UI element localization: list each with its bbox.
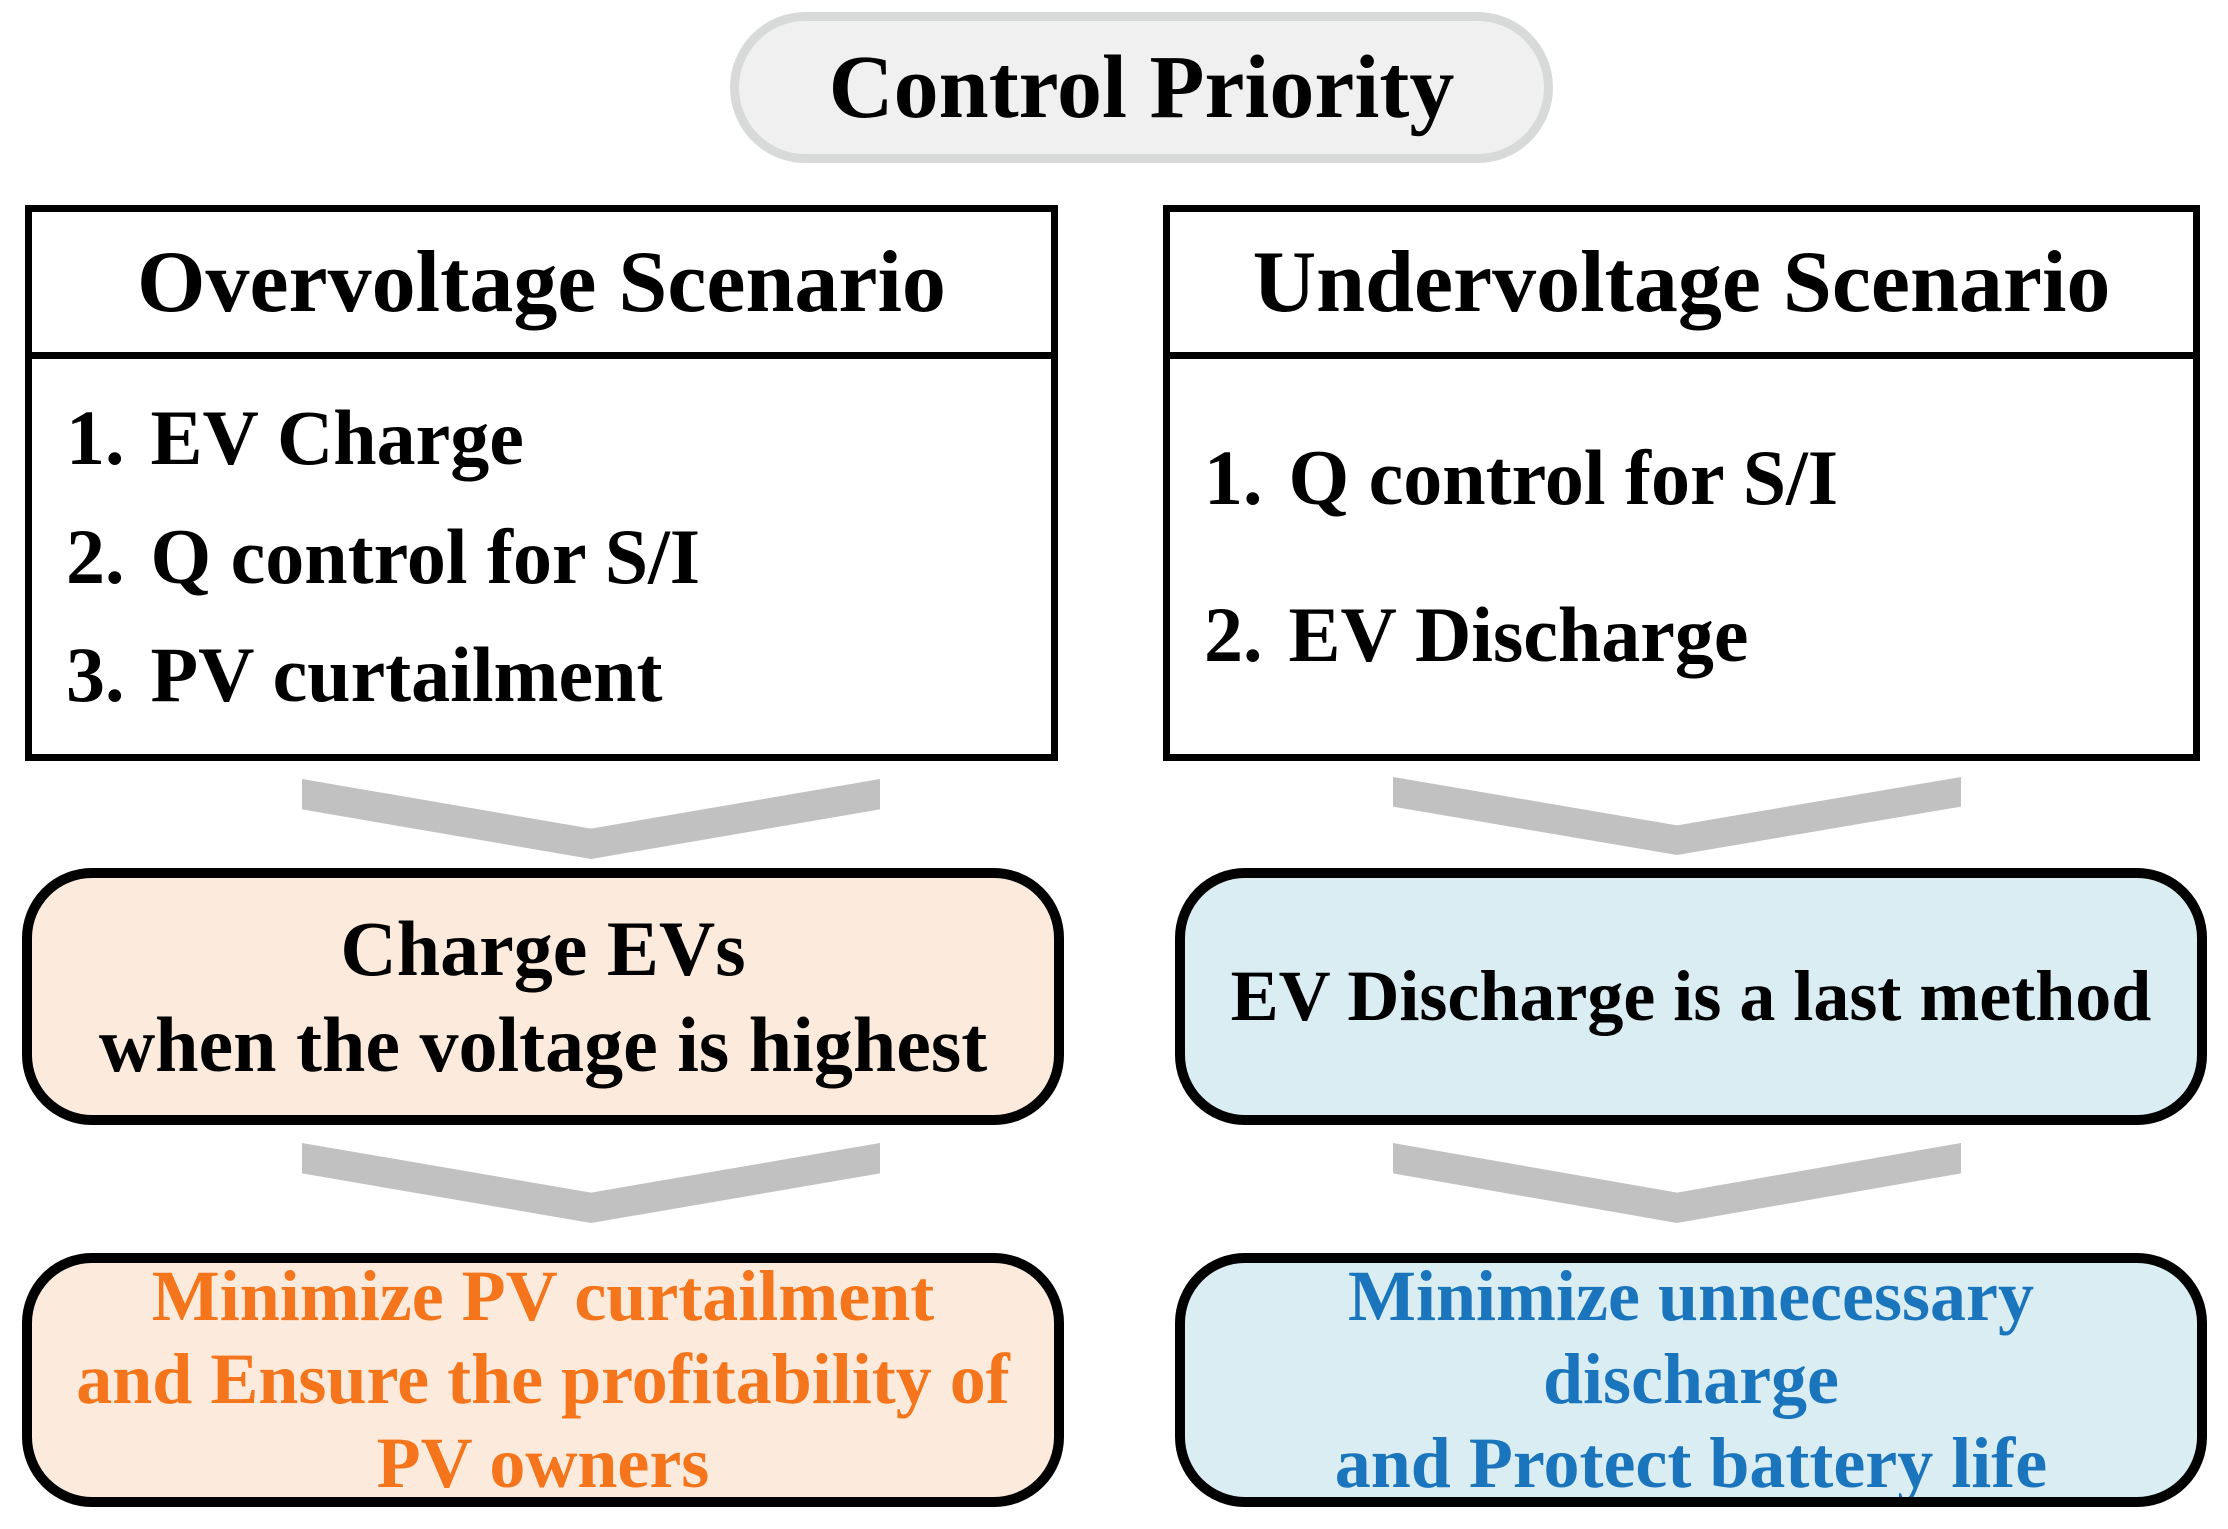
item-number: 2. [1204,591,1263,679]
outcome-line: Minimize PV curtailment [151,1255,935,1336]
down-chevron-icon [302,779,880,859]
item-label: EV Discharge [1288,591,1749,679]
list-item: 2. EV Discharge [1204,590,2173,680]
outcome-line: and Protect battery life [1334,1422,2048,1503]
undervoltage-header-label: Undervoltage Scenario [1252,233,2111,331]
undervoltage-scenario-box: Undervoltage Scenario 1. Q control for S… [1163,205,2200,761]
down-chevron-icon [302,1143,880,1223]
outcome-line: PV owners [376,1422,710,1503]
overvoltage-action-box: Charge EVs when the voltage is highest [22,868,1064,1125]
outcome-line: discharge [1543,1339,1839,1420]
overvoltage-header-label: Overvoltage Scenario [137,233,946,331]
action-line: EV Discharge is a last method [1230,955,2152,1036]
list-item: 1. EV Charge [66,393,1031,483]
item-number: 3. [66,630,125,718]
down-chevron-icon [1393,777,1961,855]
overvoltage-outcome-box: Minimize PV curtailment and Ensure the p… [22,1253,1064,1507]
undervoltage-action-box: EV Discharge is a last method [1175,868,2207,1125]
outcome-line: Minimize unnecessary [1348,1255,2034,1336]
item-number: 1. [1204,433,1263,521]
title-pill: Control Priority [730,12,1553,163]
item-label: PV curtailment [150,630,663,718]
item-label: Q control for S/I [1288,433,1839,521]
item-label: EV Charge [150,394,524,482]
list-item: 2. Q control for S/I [66,512,1031,602]
down-chevron-icon [1393,1143,1961,1223]
page-title: Control Priority [828,38,1455,137]
outcome-line: and Ensure the profitability of [76,1339,1010,1420]
item-number: 2. [66,512,125,600]
item-number: 1. [66,394,125,482]
list-item: 1. Q control for S/I [1204,433,2173,523]
action-line: when the voltage is highest [98,1000,988,1088]
undervoltage-scenario-header: Undervoltage Scenario [1170,212,2193,359]
overvoltage-priority-list: 1. EV Charge 2. Q control for S/I 3. PV … [32,359,1051,754]
item-label: Q control for S/I [150,512,701,600]
undervoltage-outcome-box: Minimize unnecessary discharge and Prote… [1175,1253,2207,1507]
action-line: Charge EVs [340,905,746,993]
list-item: 3. PV curtailment [66,630,1031,720]
overvoltage-scenario-header: Overvoltage Scenario [32,212,1051,359]
undervoltage-priority-list: 1. Q control for S/I 2. EV Discharge [1170,359,2193,754]
overvoltage-scenario-box: Overvoltage Scenario 1. EV Charge 2. Q c… [25,205,1058,761]
